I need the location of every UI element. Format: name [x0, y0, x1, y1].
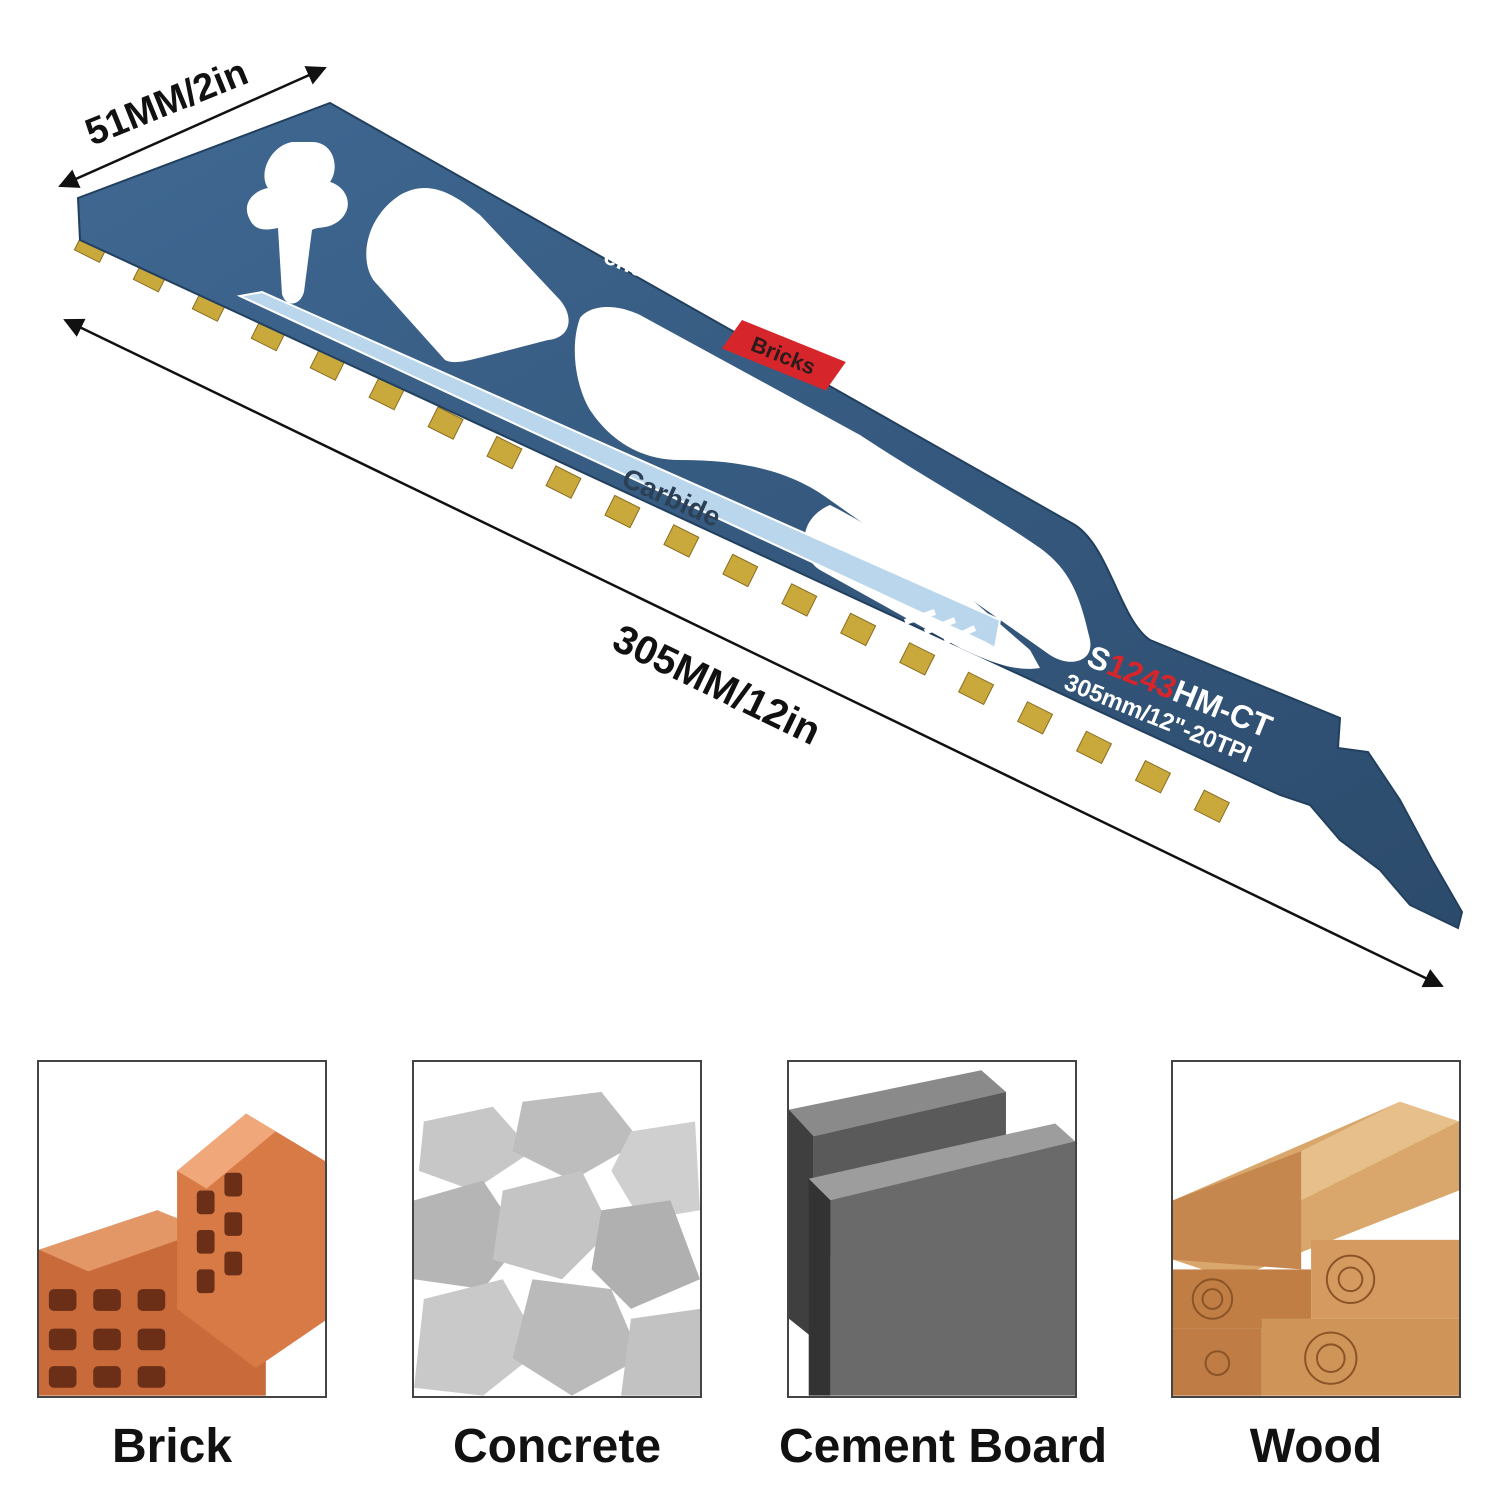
cement-board-image [789, 1062, 1075, 1396]
length-dimension-label: 305MM/12in [606, 616, 827, 753]
carbide-strip [236, 290, 1002, 650]
material-label-brick: Brick [111, 1420, 233, 1473]
wood-planks-image [1173, 1062, 1459, 1396]
concrete-rubble-image [414, 1062, 700, 1396]
carbide-tooth [1016, 701, 1054, 735]
material-tile-concrete [412, 1060, 702, 1398]
material-label-wood: Wood [1249, 1420, 1383, 1473]
material-tile-cement-board [787, 1060, 1077, 1398]
carbide-tooth [604, 494, 641, 529]
material-label-cement-board: Cement Board [778, 1420, 1108, 1473]
width-dimension-arrow [58, 66, 327, 188]
strip-stripes [904, 609, 977, 645]
carbide-tooth [1134, 759, 1172, 794]
triangle-cutout-left [366, 188, 569, 363]
material-tile-wood [1171, 1060, 1461, 1398]
carbide-tooth [486, 435, 523, 470]
triangle-cutout-right [574, 307, 1091, 662]
carbide-tooth [899, 642, 936, 676]
length-dimension-arrow [63, 318, 1444, 988]
brick-image [39, 1062, 325, 1396]
carbide-tooth [1193, 789, 1230, 824]
carbide-tooth [1075, 730, 1113, 765]
carbide-tooth [781, 583, 818, 617]
carbide-tooth [722, 553, 759, 588]
blade-diagram: 51MM/2in 305MM/12in Carbide endurance Br… [58, 51, 1464, 988]
carbide-tooth [663, 524, 700, 558]
bricks-badge: Bricks [721, 320, 846, 391]
carbide-tooth [840, 612, 877, 647]
material-tile-brick [37, 1060, 327, 1398]
mounting-slot [246, 142, 348, 304]
carbide-tooth [545, 465, 582, 499]
carbide-tooth [957, 671, 995, 706]
material-label-concrete: Concrete [452, 1420, 662, 1473]
carbide-tooth [427, 406, 464, 440]
